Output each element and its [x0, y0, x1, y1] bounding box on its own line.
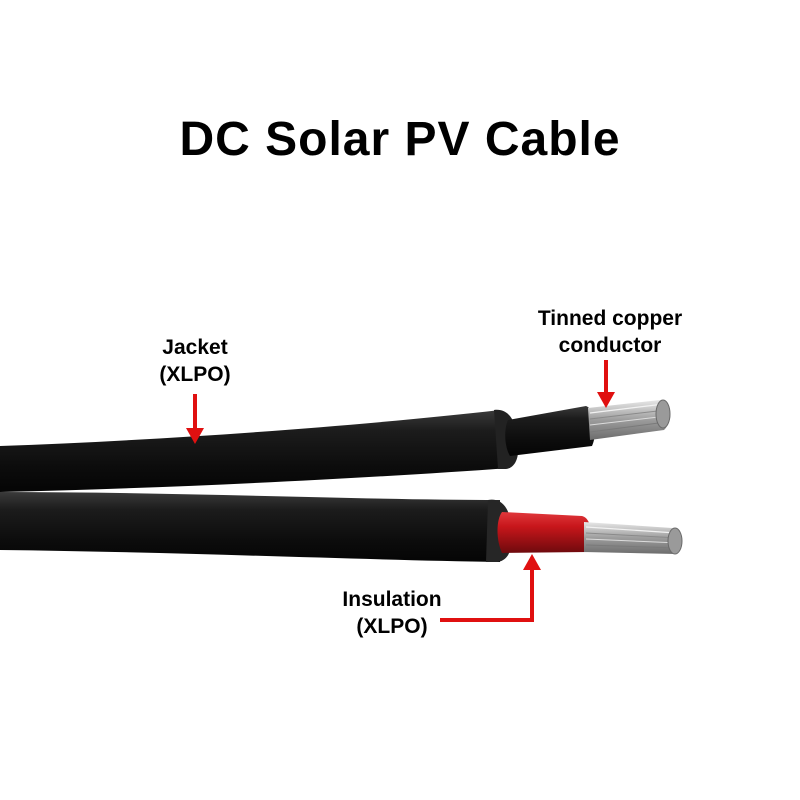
- conductor-label-line1: Tinned copper: [537, 307, 683, 330]
- black-insulation: [505, 406, 596, 456]
- lower-copper-conductor: [584, 522, 683, 555]
- upper-cable-jacket: [0, 410, 510, 492]
- jacket-label-line1: Jacket: [162, 336, 228, 359]
- conductor-arrow: [597, 360, 615, 408]
- insulation-label-line2: (XLPO): [356, 615, 428, 638]
- insulation-label-line1: Insulation: [342, 588, 442, 611]
- jacket-label: Jacket (XLPO): [140, 334, 250, 388]
- insulation-arrow: [440, 554, 541, 622]
- conductor-label: Tinned copper conductor: [515, 305, 705, 359]
- lower-cable-jacket: [0, 492, 500, 562]
- conductor-label-line2: conductor: [558, 334, 662, 357]
- page-title: DC Solar PV Cable: [179, 113, 621, 166]
- jacket-arrow: [186, 394, 204, 444]
- insulation-label: Insulation (XLPO): [322, 586, 462, 640]
- red-insulation: [497, 512, 592, 553]
- jacket-label-line2: (XLPO): [159, 363, 231, 386]
- upper-copper-conductor: [588, 399, 671, 440]
